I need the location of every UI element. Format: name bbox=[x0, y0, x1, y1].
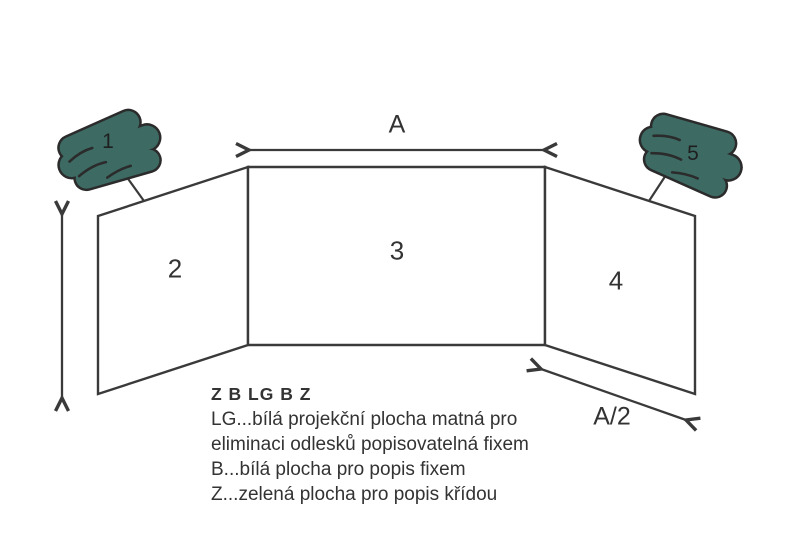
part-3-label: 3 bbox=[389, 235, 405, 266]
legend: Z B LG B Z LG...bílá projekční plocha ma… bbox=[211, 382, 529, 507]
legend-line-lg: LG...bílá projekční plocha matná pro bbox=[211, 409, 518, 430]
legend-heading: Z B LG B Z bbox=[211, 384, 312, 404]
scribble-strokes bbox=[650, 134, 699, 180]
part-4-label: 4 bbox=[608, 265, 624, 296]
legend-line-lg-cont: eliminaci odlesků popisovatelná fixem bbox=[211, 434, 529, 455]
left-scribble-connector bbox=[125, 175, 145, 202]
part-2-label: 2 bbox=[167, 253, 183, 284]
width-dimension-label: A bbox=[388, 110, 406, 139]
legend-line-z: Z...zelená plocha pro popis křídou bbox=[211, 484, 498, 505]
half-width-dimension-arrow bbox=[541, 369, 686, 420]
left-scribble-marker bbox=[49, 103, 169, 200]
scribble-strokes bbox=[68, 146, 132, 179]
right-scribble-marker bbox=[631, 105, 751, 202]
legend-line-b: B...bílá plocha pro popis fixem bbox=[211, 459, 466, 480]
right-scribble-connector bbox=[648, 174, 667, 202]
part-5-label: 5 bbox=[687, 142, 699, 165]
half-width-dimension-label: A/2 bbox=[593, 402, 631, 431]
part-1-label: 1 bbox=[102, 130, 114, 153]
